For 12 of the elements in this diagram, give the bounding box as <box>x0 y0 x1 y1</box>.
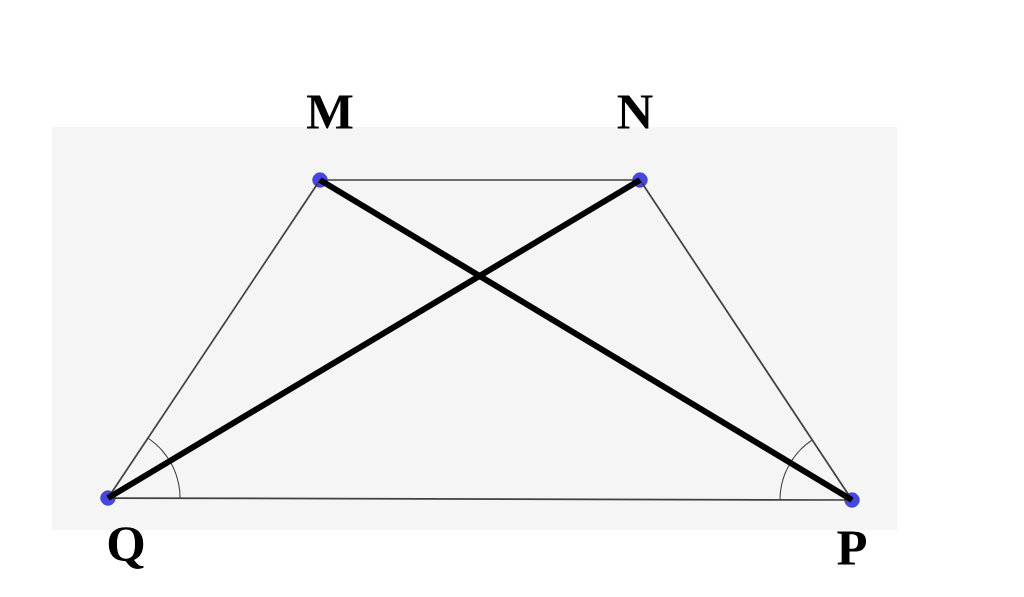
point: Q <box>100 490 144 569</box>
line-segment <box>639 179 853 501</box>
node-label: P <box>837 531 867 565</box>
node-label: Q <box>108 527 144 569</box>
point: N <box>617 95 653 188</box>
node-label: M <box>306 95 353 129</box>
line-segment <box>318 177 854 503</box>
line-segment <box>107 179 321 499</box>
point: P <box>837 492 867 565</box>
node-label: N <box>617 95 653 129</box>
point: M <box>306 95 353 188</box>
line-segment <box>106 177 642 501</box>
